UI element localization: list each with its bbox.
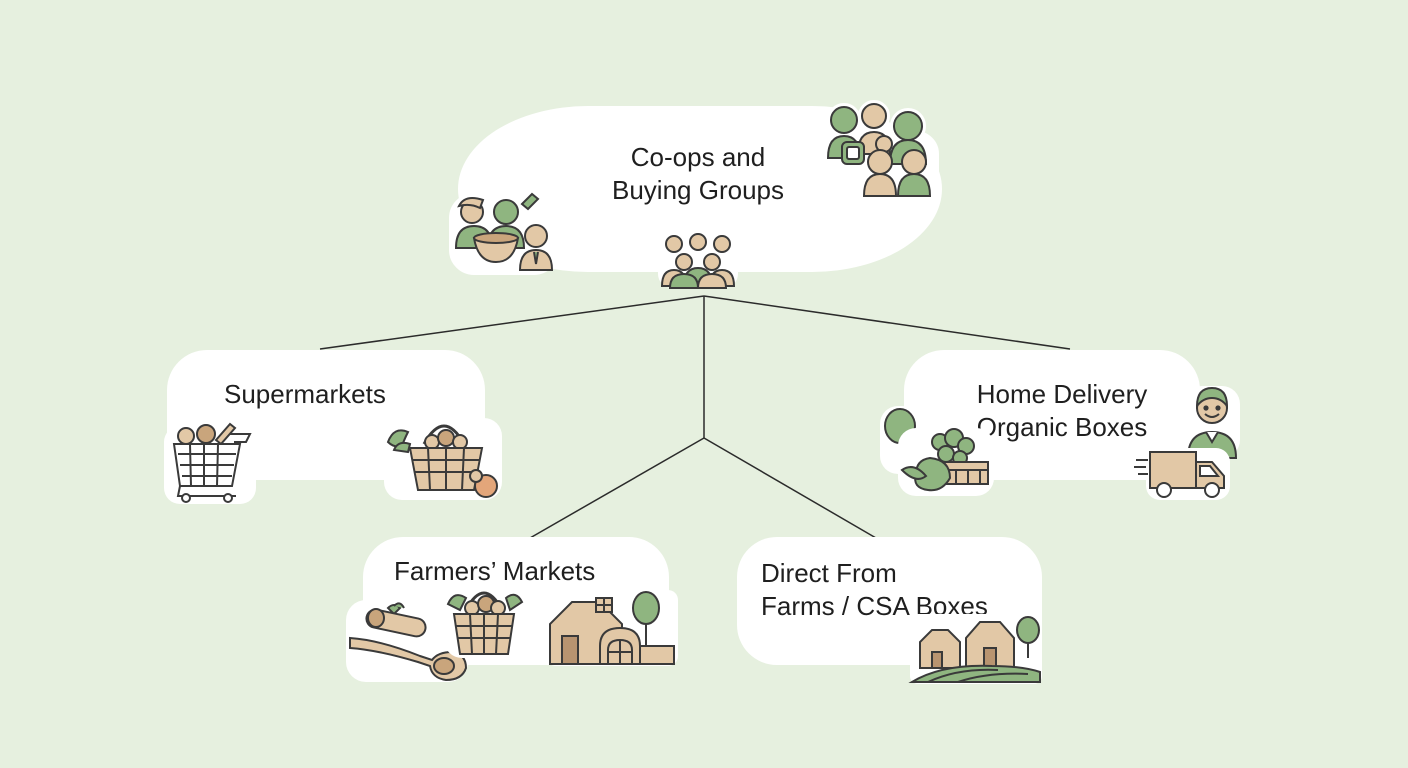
delivery-truck-icon: [1134, 448, 1230, 500]
label-supermarkets: Supermarkets: [224, 379, 386, 409]
connector-trunk-direct-farms: [703, 437, 877, 539]
wooden-spoon-icon: [346, 600, 468, 682]
chef-bowl-icon: [449, 192, 559, 275]
small-group-icon: [658, 232, 738, 289]
produce-basket-small-icon: [444, 588, 524, 658]
connector-trunk-farmers-markets: [529, 437, 705, 539]
connector-root-supermarkets: [319, 295, 705, 350]
label-farmers-markets: Farmers’ Markets: [394, 556, 596, 586]
people-group-icon: [823, 100, 939, 199]
shopping-cart-icon: [164, 422, 256, 504]
connector-root-home-delivery: [703, 295, 1071, 350]
vegetable-crate-icon: [898, 428, 994, 496]
label-home-delivery: Home Delivery Organic Boxes: [976, 379, 1148, 442]
barn-icon: [546, 590, 678, 666]
farm-field-icon: [908, 614, 1042, 684]
produce-basket-icon: [384, 418, 502, 500]
root-label: Co-ops and Buying Groups: [612, 142, 784, 205]
